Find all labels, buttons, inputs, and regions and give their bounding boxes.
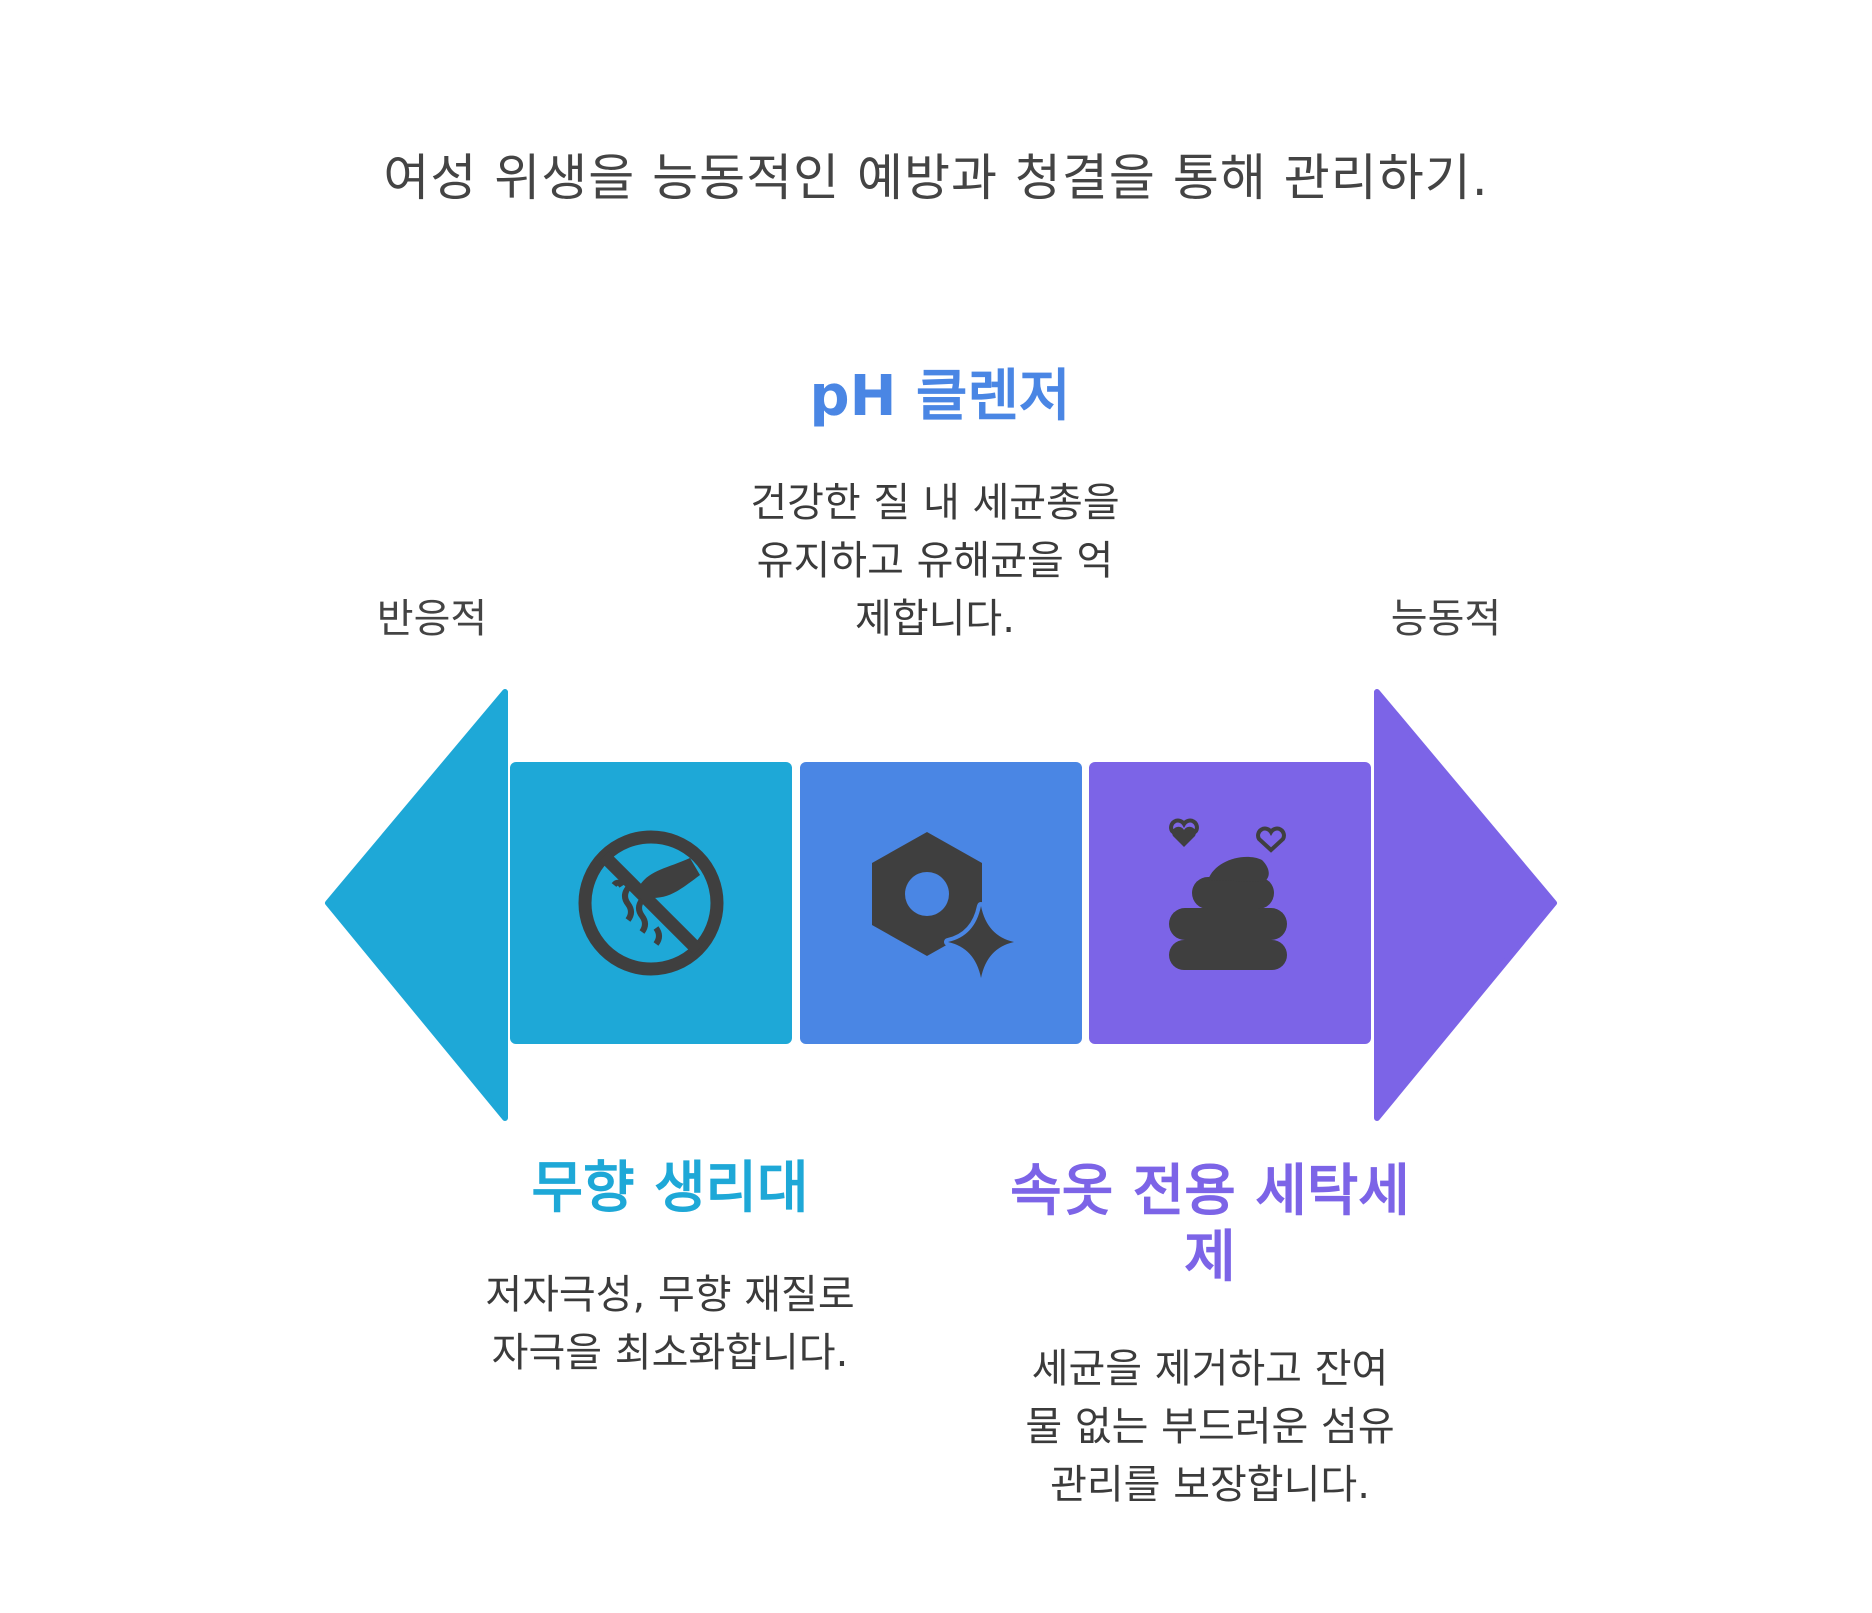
sparkling-hex-nut-icon bbox=[872, 832, 1018, 982]
description-line: 저자극성, 무향 재질로 bbox=[485, 1272, 855, 1318]
no-odor-icon bbox=[578, 830, 724, 976]
description-line: 제합니다. bbox=[855, 596, 1015, 642]
axis-right-label: 능동적 bbox=[1390, 596, 1502, 642]
description-line: 관리를 보장합니다. bbox=[1050, 1462, 1370, 1508]
description-line: 유지하고 유해균을 억 bbox=[756, 538, 1114, 584]
heading-line: 제 bbox=[1184, 1225, 1236, 1290]
laundry-detergent-heading: 속옷 전용 세탁세 제 bbox=[940, 1159, 1480, 1291]
description-line: 물 없는 부드러운 섬유 bbox=[1025, 1404, 1395, 1450]
unscented-pad-heading: 무향 생리대 bbox=[531, 1156, 809, 1221]
description-line: 세균을 제거하고 잔여 bbox=[1031, 1346, 1389, 1392]
diagram-title: 여성 위생을 능동적인 예방과 청결을 통해 관리하기. bbox=[383, 149, 1489, 207]
ph-cleanser-heading: pH 클렌저 bbox=[809, 364, 1071, 429]
description-line: 건강한 질 내 세균총을 bbox=[750, 480, 1120, 526]
right-arrow-head bbox=[1374, 689, 1557, 1121]
left-arrow-head bbox=[325, 689, 508, 1121]
axis-left-label: 반응적 bbox=[376, 596, 488, 642]
ph-cleanser-description: 건강한 질 내 세균총을 유지하고 유해균을 억 제합니다. bbox=[705, 474, 1165, 648]
unscented-pad-description: 저자극성, 무향 재질로 자극을 최소화합니다. bbox=[440, 1266, 900, 1382]
laundry-detergent-description: 세균을 제거하고 잔여 물 없는 부드러운 섬유 관리를 보장합니다. bbox=[980, 1340, 1440, 1514]
soft-fabric-hearts-icon bbox=[1169, 818, 1287, 970]
heading-line: 속옷 전용 세탁세 bbox=[1010, 1159, 1410, 1224]
description-line: 자극을 최소화합니다. bbox=[491, 1330, 849, 1376]
